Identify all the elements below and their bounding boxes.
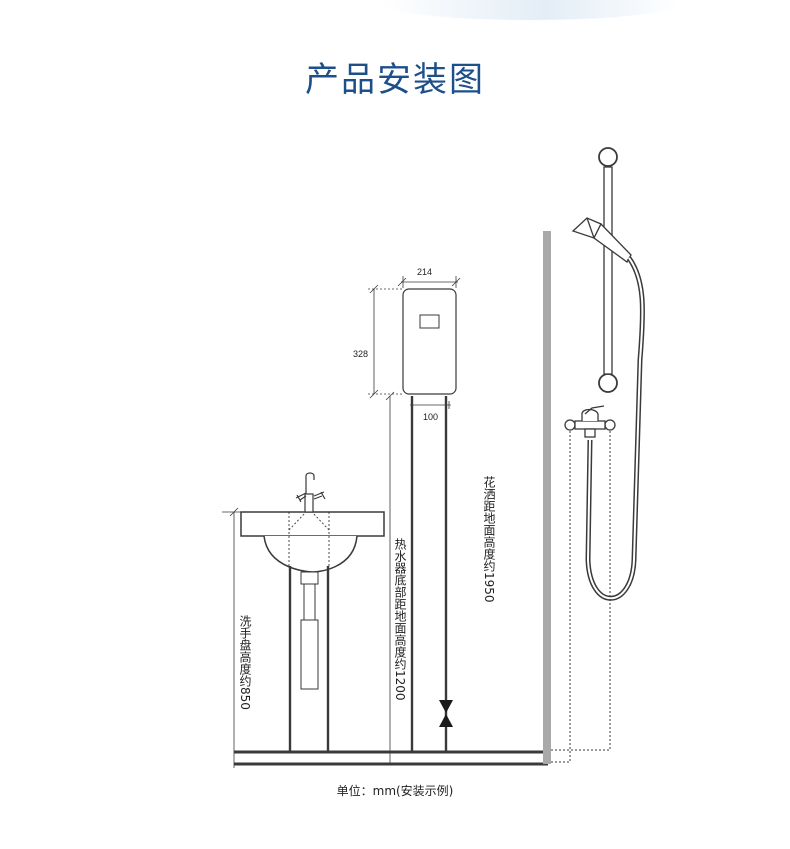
hidden-shower-pipes [551, 430, 611, 763]
heater-pipes [410, 396, 448, 752]
heater-height-line [385, 391, 395, 764]
pipe-spacing-label: 100 [423, 412, 439, 422]
basin-faucet [295, 472, 326, 513]
basin-height-line [222, 507, 242, 768]
wall [543, 231, 551, 764]
shower-rail [598, 147, 618, 393]
floor [234, 750, 548, 766]
header-decoration [380, 0, 680, 20]
page-title: 产品安装图 [305, 60, 485, 100]
heater-width-dimension [397, 276, 461, 288]
unit-footnote: 单位：mm(安装示例) [336, 784, 454, 798]
basin-height-label: 洗手盘高度约850 [238, 615, 252, 710]
heater-height-dimension [368, 284, 403, 399]
heater-height-label: 328 [353, 349, 369, 359]
heater-display [419, 314, 440, 329]
heater-bottom-height-label: 热水器底部距地面高度约1200 [393, 538, 407, 701]
shower-mixer [564, 405, 616, 438]
wash-basin [240, 511, 385, 752]
shower-head [571, 217, 632, 263]
heater-width-label: 214 [417, 267, 433, 277]
flow-arrows [439, 700, 453, 727]
shower-height-label: 花洒距地面高度约1950 [482, 476, 496, 603]
water-heater [402, 288, 457, 395]
